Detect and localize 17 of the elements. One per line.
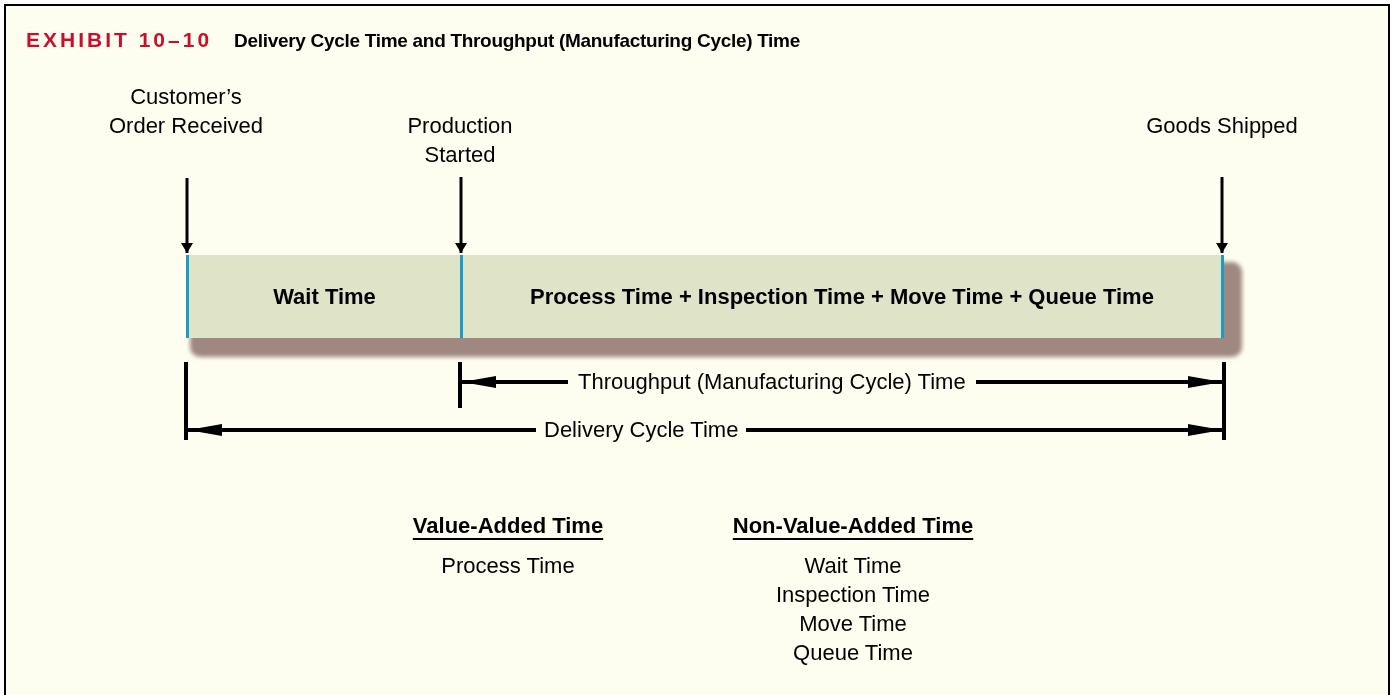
list-item: Move Time: [799, 610, 907, 638]
column-heading: Value-Added Time: [412, 512, 604, 540]
list-item: Queue Time: [793, 639, 913, 667]
list-item: Inspection Time: [775, 581, 931, 609]
arrow: [1216, 177, 1228, 253]
event-label: Goods Shipped: [1142, 111, 1302, 169]
title: Delivery Cycle Time and Throughput (Manufacturing Cycle) Time: [234, 29, 800, 53]
arrow: [181, 178, 193, 253]
arrow: [455, 177, 467, 253]
time-segment: Process Time + Inspection Time + Move Time + Queue Time: [460, 255, 1224, 338]
list-item: Process Time: [441, 552, 575, 580]
event-label: Customer’s Order Received: [106, 82, 266, 170]
list-item: Wait Time: [804, 552, 902, 580]
time-segment: Wait Time: [186, 255, 460, 338]
exhibit-number: EXHIBIT 10–10: [26, 27, 213, 53]
event-label: Production Started: [380, 111, 540, 169]
column-heading: Non-Value-Added Time: [732, 512, 974, 540]
